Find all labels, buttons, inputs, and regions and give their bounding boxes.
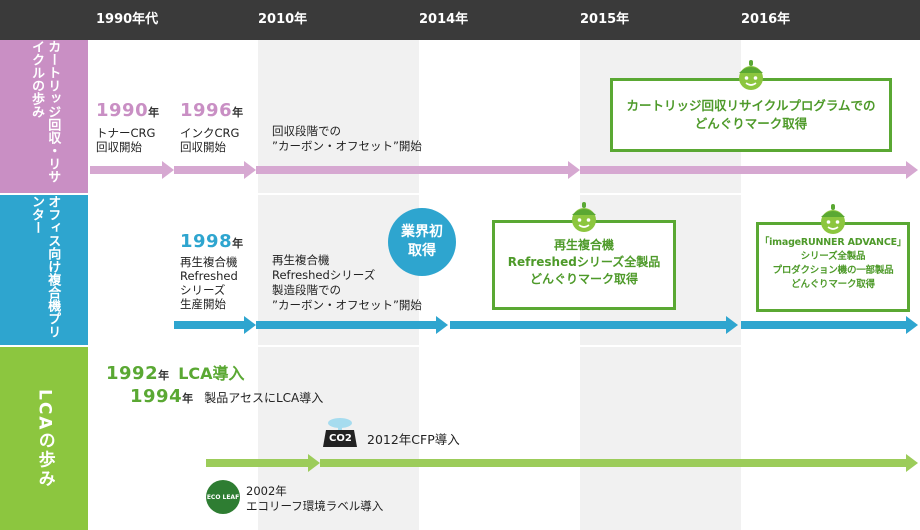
timeline-arrow xyxy=(256,316,448,334)
year-value: 1998 xyxy=(180,231,233,252)
lca-ecoleaf: 2002年 エコリーフ環境ラベル導入 xyxy=(246,484,383,514)
cartridge-1996: 1996年 xyxy=(180,100,243,121)
year-2014: 2014年 xyxy=(419,12,469,27)
acorn-icon xyxy=(739,60,763,90)
timeline-arrow xyxy=(741,316,918,334)
timeline-arrow xyxy=(90,161,174,179)
lca-1992: 1992年 LCA導入 xyxy=(106,360,245,384)
office-acorn-text-2015: 再生複合機 Refreshedシリーズ全製品 どんぐりマーク取得 xyxy=(507,238,661,286)
row-label-office: オフィス向け複合機プリンター xyxy=(0,195,88,345)
year-2016: 2016年 xyxy=(741,12,791,27)
office-acorn-box-2016: 「imageRUNNER ADVANCE」 シリーズ全製品 プロダクション機の一… xyxy=(756,204,910,312)
year-unit: 年 xyxy=(232,106,244,119)
industry-first-badge: 業界初 取得 xyxy=(388,208,456,276)
row-label-cartridge: カートリッジ回収・リサイクルの歩み xyxy=(0,40,88,193)
cartridge-2010-desc: 回収段階での ”カーボン・オフセット”開始 xyxy=(272,124,422,153)
office-2010-desc: 再生複合機 Refreshedシリーズ 製造段階での ”カーボン・オフセット”開… xyxy=(272,253,422,312)
cartridge-1990-desc: トナーCRG 回収開始 xyxy=(96,126,156,154)
year-1990s: 1990年代 xyxy=(96,12,159,27)
ecoleaf-year: 2002年 xyxy=(246,484,287,498)
cartridge-1996-desc: インクCRG 回収開始 xyxy=(180,126,240,154)
year-2010: 2010年 xyxy=(258,12,308,27)
cartridge-acorn-box: カートリッジ回収リサイクルプログラムでの どんぐりマーク取得 xyxy=(610,60,892,152)
row-label-office-text: オフィス向け複合機プリンター xyxy=(29,195,61,338)
timeline-arrow xyxy=(320,454,918,472)
year-unit: 年 xyxy=(158,369,170,382)
acorn-icon xyxy=(821,204,845,234)
office-1998: 1998年 xyxy=(180,231,243,252)
timeline-arrow xyxy=(450,316,738,334)
row-label-lca-text: LCAの歩み xyxy=(34,388,55,489)
year-value: 1996 xyxy=(180,100,233,121)
year-unit: 年 xyxy=(148,106,160,119)
cartridge-1990: 1990年 xyxy=(96,100,159,121)
lca-1994: 1994年 製品アセスにLCA導入 xyxy=(130,386,323,407)
co2-icon: CO2 xyxy=(322,414,358,450)
year-unit: 年 xyxy=(182,392,194,405)
row-label-cartridge-text: カートリッジ回収・リサイクルの歩み xyxy=(29,40,61,183)
office-acorn-box-2015: 再生複合機 Refreshedシリーズ全製品 どんぐりマーク取得 xyxy=(492,202,676,310)
lca-cfp: 2012年CFP導入 xyxy=(367,432,460,447)
row-label-lca: LCAの歩み xyxy=(0,347,88,530)
timeline-arrow xyxy=(580,161,918,179)
year-2015: 2015年 xyxy=(580,12,630,27)
year-value: 1994 xyxy=(130,386,183,407)
timeline-arrow xyxy=(174,316,256,334)
timeline-arrow xyxy=(256,161,580,179)
cartridge-acorn-text: カートリッジ回収リサイクルプログラムでの どんぐりマーク取得 xyxy=(626,98,876,131)
lca-1994-desc: 製品アセスにLCA導入 xyxy=(204,391,324,405)
ecoleaf-logo-icon: ECO LEAF xyxy=(206,480,240,514)
acorn-icon xyxy=(572,202,596,232)
ecoleaf-desc: エコリーフ環境ラベル導入 xyxy=(246,499,384,513)
lca-1992-desc: LCA導入 xyxy=(178,364,245,383)
year-unit: 年 xyxy=(232,237,244,250)
office-acorn-text-2016: 「imageRUNNER ADVANCE」 シリーズ全製品 プロダクション機の一… xyxy=(759,237,907,290)
year-value: 1990 xyxy=(96,100,149,121)
timeline-header xyxy=(0,0,920,40)
office-1998-desc: 再生複合機 Refreshed シリーズ 生産開始 xyxy=(180,255,238,311)
row-divider xyxy=(88,345,920,347)
timeline-arrow xyxy=(206,454,320,472)
year-value: 1992 xyxy=(106,363,159,384)
timeline-arrow xyxy=(174,161,256,179)
co2-icon-label: CO2 xyxy=(329,433,352,444)
row-divider xyxy=(88,193,920,195)
stripe-2010 xyxy=(258,40,419,530)
